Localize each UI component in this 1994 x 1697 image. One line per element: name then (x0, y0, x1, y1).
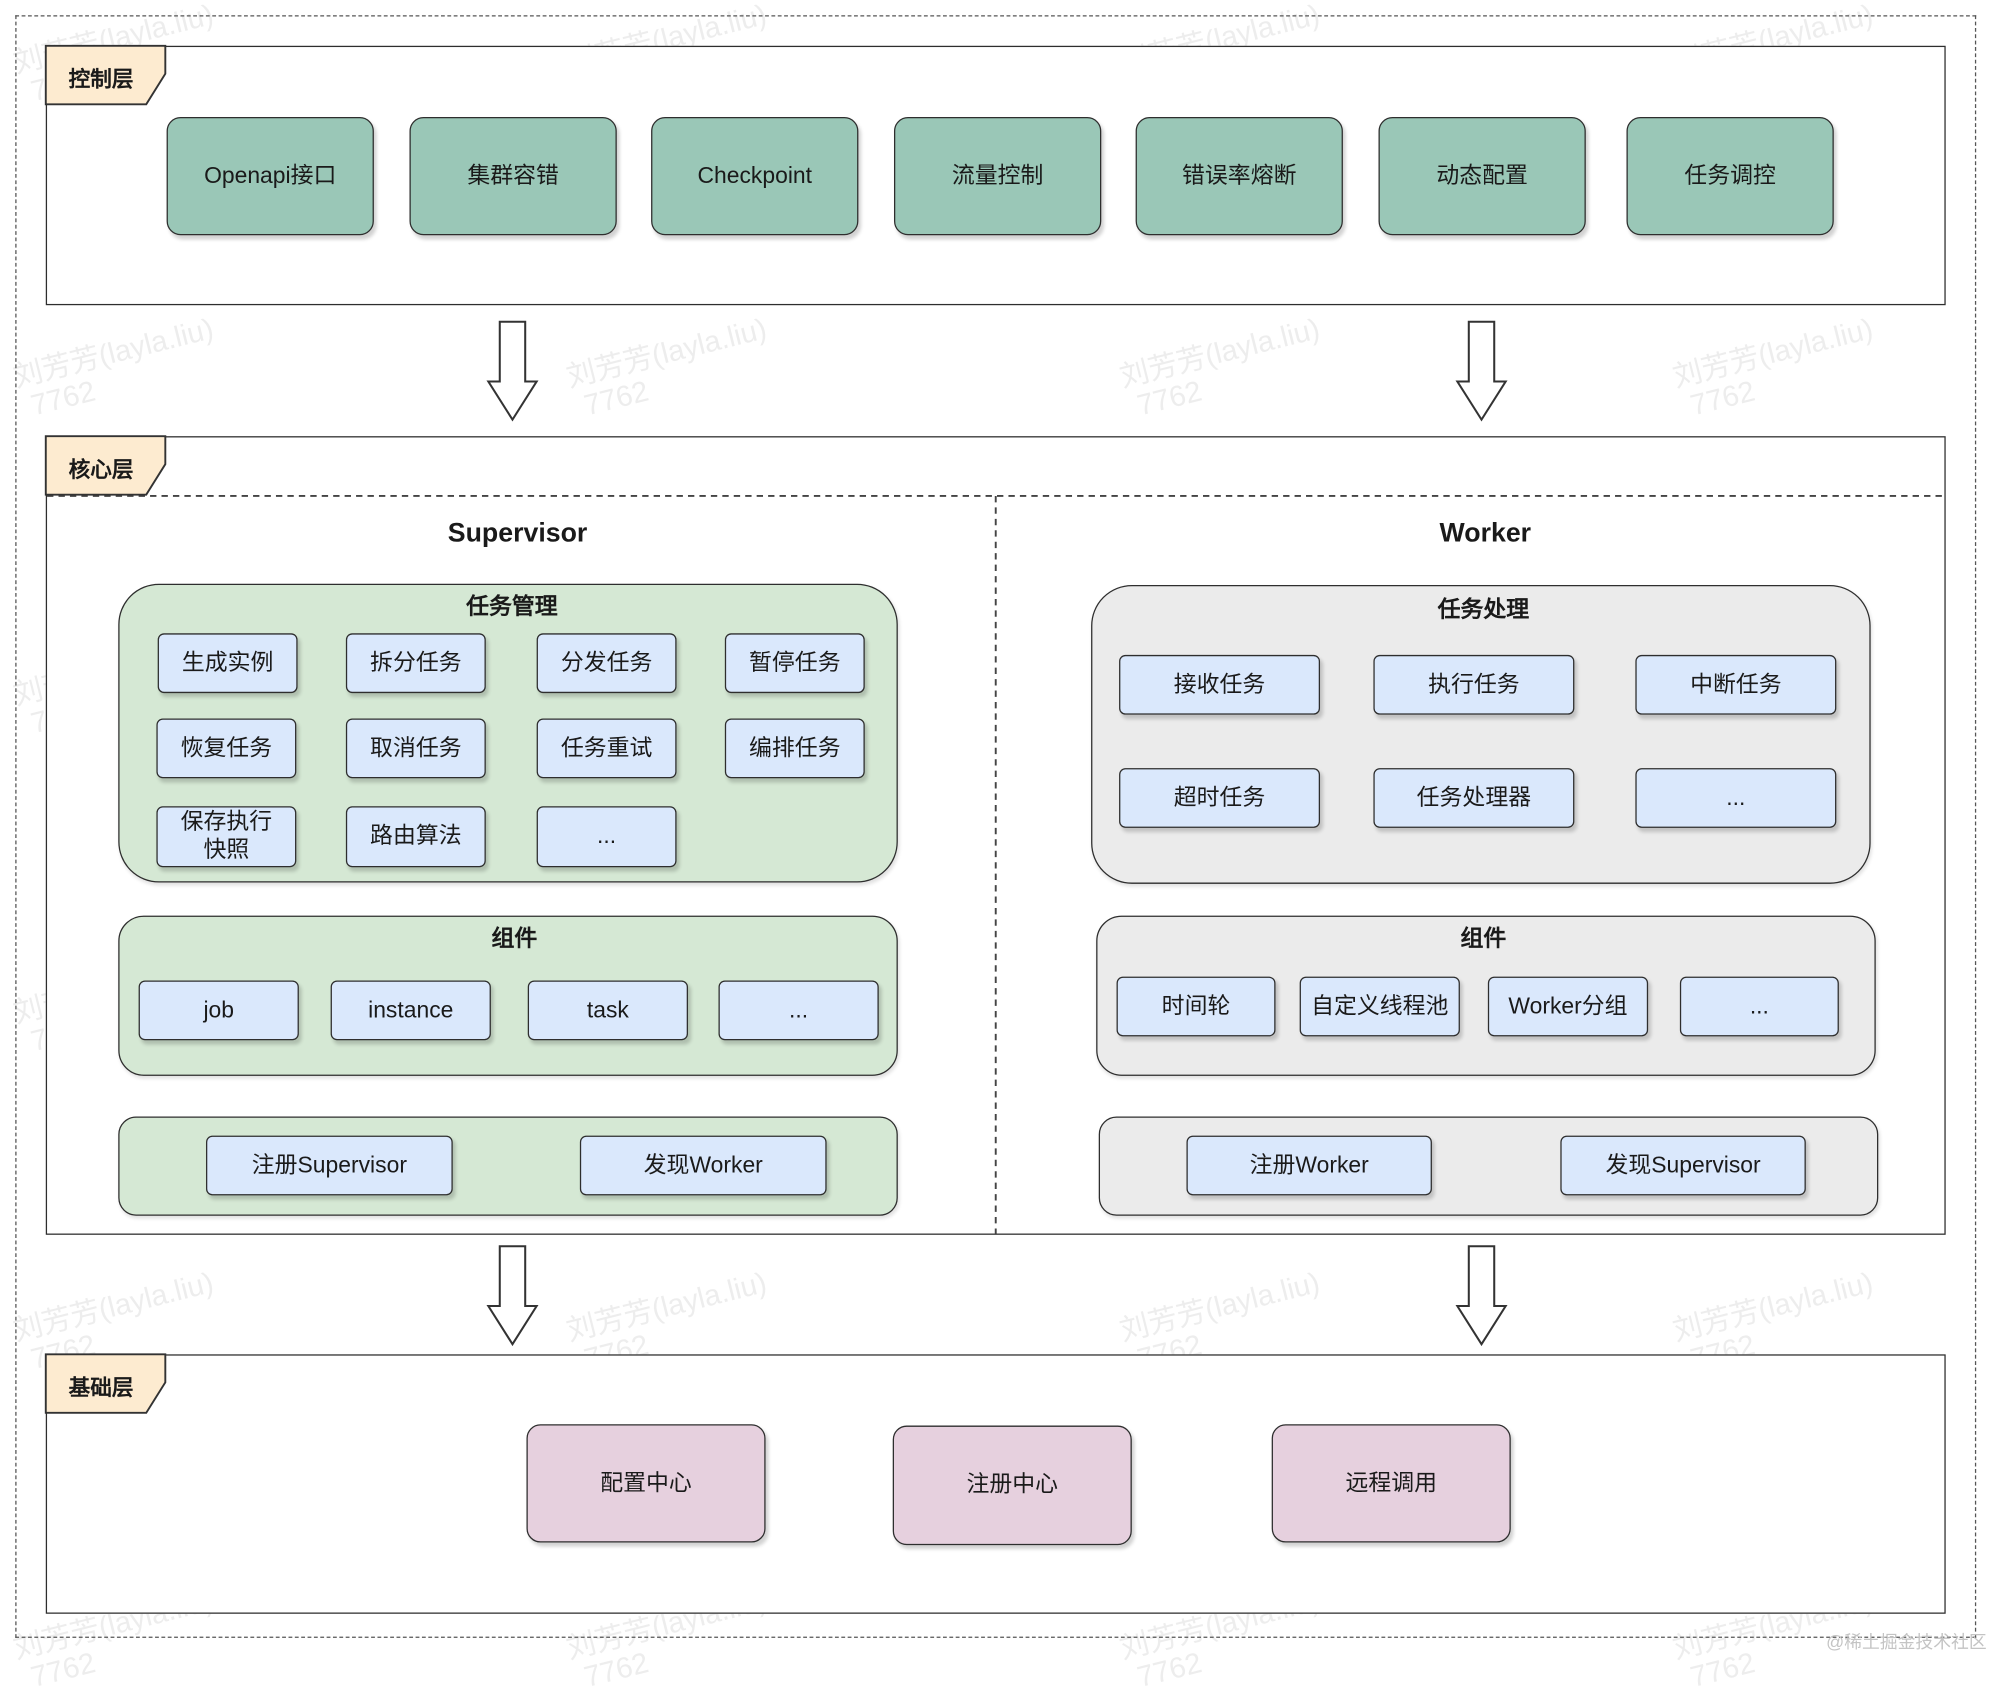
worker-components-title: 组件 (1460, 925, 1507, 952)
control-item-openapi: Openapi接口 (166, 116, 374, 236)
base-item-config-center: 配置中心 (526, 1424, 766, 1543)
task-item-orchestrate-task: 编排任务 (724, 718, 865, 779)
base-item-registry-center: 注册中心 (892, 1425, 1132, 1546)
credit-text: @稀土掘金技术社区 (1826, 1631, 1987, 1652)
supervisor-components-title: 组件 (491, 925, 538, 952)
register-supervisor-item: 注册Supervisor (206, 1135, 453, 1196)
worker-component-custom-thread-pool: 自定义线程池 (1299, 976, 1460, 1037)
discover-supervisor-item: 发现Supervisor (1560, 1135, 1806, 1196)
supervisor-task-management-title: 任务管理 (466, 593, 558, 620)
worker-item-task-processor: 任务处理器 (1373, 768, 1575, 828)
worker-item-interrupt-task: 中断任务 (1635, 654, 1837, 715)
base-layer-tab (44, 1353, 167, 1414)
core-layer-tab (44, 435, 167, 496)
task-item-retry-task: 任务重试 (536, 718, 677, 779)
control-item-cluster-fault-tolerance: 集群容错 (409, 116, 617, 236)
control-item-dynamic-config: 动态配置 (1378, 116, 1586, 236)
control-item-flow-control: 流量控制 (893, 116, 1102, 236)
task-item-save-snapshot-label: 保存执行快照 (180, 809, 273, 863)
task-item-pause-task: 暂停任务 (724, 633, 865, 694)
component-item-more: ... (718, 980, 879, 1041)
task-item-resume-task: 恢复任务 (156, 718, 297, 779)
task-item-save-snapshot: 保存执行快照 (156, 806, 297, 868)
control-layer-label: 控制层 (68, 67, 134, 92)
connector-layer (44, 44, 1945, 1414)
supervisor-title: Supervisor (447, 518, 588, 549)
discover-worker-item: 发现Worker (579, 1135, 827, 1196)
arrow-worker-to-base (1455, 1245, 1508, 1347)
component-item-job: job (138, 980, 299, 1041)
outer-frame (15, 15, 1977, 1638)
control-item-checkpoint: Checkpoint (651, 116, 859, 236)
task-item-create-instance: 生成实例 (157, 633, 298, 694)
worker-task-processing-title: 任务处理 (1437, 596, 1530, 622)
base-layer-label: 基础层 (68, 1375, 134, 1401)
base-item-remote-call: 远程调用 (1271, 1424, 1511, 1543)
worker-component-worker-group: Worker分组 (1487, 976, 1649, 1037)
task-item-routing-algorithm: 路由算法 (345, 806, 486, 868)
architecture-diagram: 刘芳芳(layla.liu)7762刘芳芳(layla.liu)7762刘芳芳(… (10, 0, 1987, 1694)
worker-component-time-wheel: 时间轮 (1116, 976, 1276, 1037)
worker-item-execute-task: 执行任务 (1373, 654, 1575, 715)
worker-title: Worker (1439, 518, 1532, 549)
task-item-more: ... (536, 806, 677, 868)
component-item-instance: instance (330, 980, 491, 1041)
worker-item-more: ... (1635, 768, 1837, 828)
task-item-split-task: 拆分任务 (345, 633, 486, 694)
core-layer-label: 核心层 (68, 457, 134, 482)
worker-item-timeout-task: 超时任务 (1119, 768, 1321, 828)
worker-task-processing-group: 任务处理 (1091, 584, 1871, 884)
task-item-cancel-task: 取消任务 (345, 718, 486, 779)
register-worker-item: 注册Worker (1186, 1135, 1432, 1196)
arrow-control-to-supervisor (486, 320, 539, 422)
control-item-error-rate-breaker: 错误率熔断 (1135, 116, 1343, 236)
control-item-task-regulation: 任务调控 (1626, 116, 1834, 236)
control-layer-tab (44, 44, 167, 106)
task-item-dispatch-task: 分发任务 (536, 633, 677, 694)
arrow-supervisor-to-base (486, 1245, 539, 1347)
worker-component-more: ... (1679, 976, 1839, 1037)
worker-item-receive-task: 接收任务 (1119, 654, 1321, 715)
component-item-task: task (527, 980, 688, 1041)
arrow-control-to-worker (1455, 320, 1508, 422)
